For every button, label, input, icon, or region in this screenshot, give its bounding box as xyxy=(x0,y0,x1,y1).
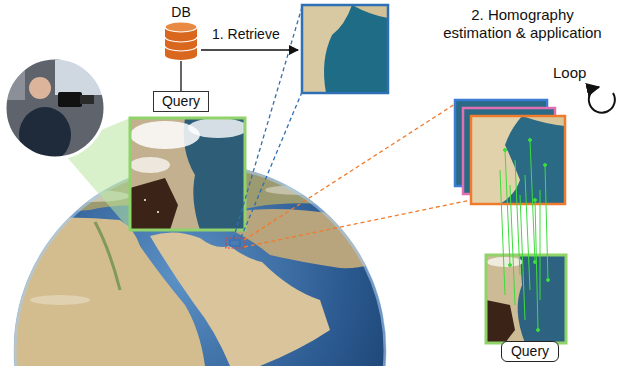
retrieved-image-part xyxy=(302,5,388,93)
location-marker-part xyxy=(226,238,244,248)
query-image-small-part-part xyxy=(486,300,515,343)
cylinder-shape xyxy=(164,21,198,61)
feature-matches-part xyxy=(510,185,515,305)
query-box: Query xyxy=(153,91,209,112)
astronaut-photo-part-part xyxy=(0,55,110,165)
loop-arrow-part xyxy=(589,87,615,113)
query-image-small-part-part xyxy=(486,255,566,343)
earth-globe-part-part xyxy=(230,209,390,268)
query-image-part-part xyxy=(144,199,146,201)
image-stack-part xyxy=(471,116,565,204)
query-image-part-part xyxy=(188,118,245,138)
image-stack-part-part xyxy=(471,116,565,204)
feature-matches-part xyxy=(534,199,537,202)
feature-matches-part xyxy=(515,160,520,275)
query-image-part-part xyxy=(130,157,170,173)
query-image-part-part xyxy=(157,211,159,213)
query-image-small-part xyxy=(486,255,566,343)
astronaut-photo-part-part xyxy=(29,77,51,99)
node-text: Query xyxy=(162,93,200,110)
feature-matches xyxy=(500,139,550,332)
feature-matches-part xyxy=(547,279,550,282)
query-label: Query xyxy=(501,341,559,362)
loop-label: Loop xyxy=(553,64,586,82)
retrieved-image-part-part xyxy=(352,5,388,18)
cylinder-ring xyxy=(165,37,197,42)
feature-matches-part xyxy=(534,261,537,264)
retrieved-image xyxy=(302,5,388,93)
cylinder-top xyxy=(165,22,197,32)
query-image-small xyxy=(486,255,566,343)
feature-matches-part xyxy=(525,175,530,290)
feature-matches-part xyxy=(504,149,507,152)
feature-matches-part xyxy=(500,170,505,295)
location-marker-part xyxy=(230,240,240,246)
feature-matches-part xyxy=(545,165,548,280)
astronaut-photo-part-part xyxy=(58,92,82,107)
retrieved-image-part xyxy=(302,5,388,93)
feature-matches-part xyxy=(535,200,538,330)
node-text: DB xyxy=(164,4,198,21)
astronaut-photo xyxy=(0,55,110,165)
step-label: 2. Homography estimation & application xyxy=(440,6,605,42)
query-image-small-part xyxy=(486,255,566,343)
retrieved-image-part-part xyxy=(302,5,352,93)
feature-matches-part xyxy=(509,264,512,267)
feature-matches-part xyxy=(520,195,525,320)
database-cylinder: DB xyxy=(164,4,198,61)
image-stack-part xyxy=(471,116,565,204)
query-image-part xyxy=(130,118,245,230)
astronaut-photo-part-part xyxy=(19,107,71,163)
retrieve-arrow-part xyxy=(201,49,298,51)
image-stack-part-part xyxy=(522,116,565,126)
retrieved-image-part-part xyxy=(302,5,388,93)
retrieve-arrow xyxy=(201,50,298,51)
connector-line xyxy=(180,61,182,91)
image-stack-part-part xyxy=(471,116,522,204)
location-marker xyxy=(226,238,244,248)
feature-matches-part xyxy=(505,150,510,265)
projection-lines-part xyxy=(244,104,455,240)
projection-lines-part xyxy=(244,200,471,247)
feature-matches-part xyxy=(529,139,532,142)
step-label: 1. Retrieve xyxy=(212,26,280,43)
query-image-part xyxy=(130,118,245,230)
earth-globe-part-part xyxy=(30,295,90,305)
query-image-small-part-part xyxy=(487,257,523,267)
feature-matches-part xyxy=(537,329,540,332)
feature-matches-part xyxy=(540,190,541,300)
astronaut-photo-part xyxy=(5,58,105,158)
query-image-part-part xyxy=(130,178,178,230)
projection-lines-part xyxy=(240,92,302,240)
astronaut-photo-part-part xyxy=(80,95,94,104)
feature-matches-part xyxy=(544,164,547,167)
loop-arrow xyxy=(589,87,615,113)
earth-globe-part-part xyxy=(95,222,120,290)
astronaut-photo-part xyxy=(0,55,110,165)
query-image xyxy=(130,118,248,230)
query-image-small-part-part xyxy=(518,255,566,343)
node-text: Query xyxy=(511,343,549,360)
cylinder-ring xyxy=(165,46,197,51)
